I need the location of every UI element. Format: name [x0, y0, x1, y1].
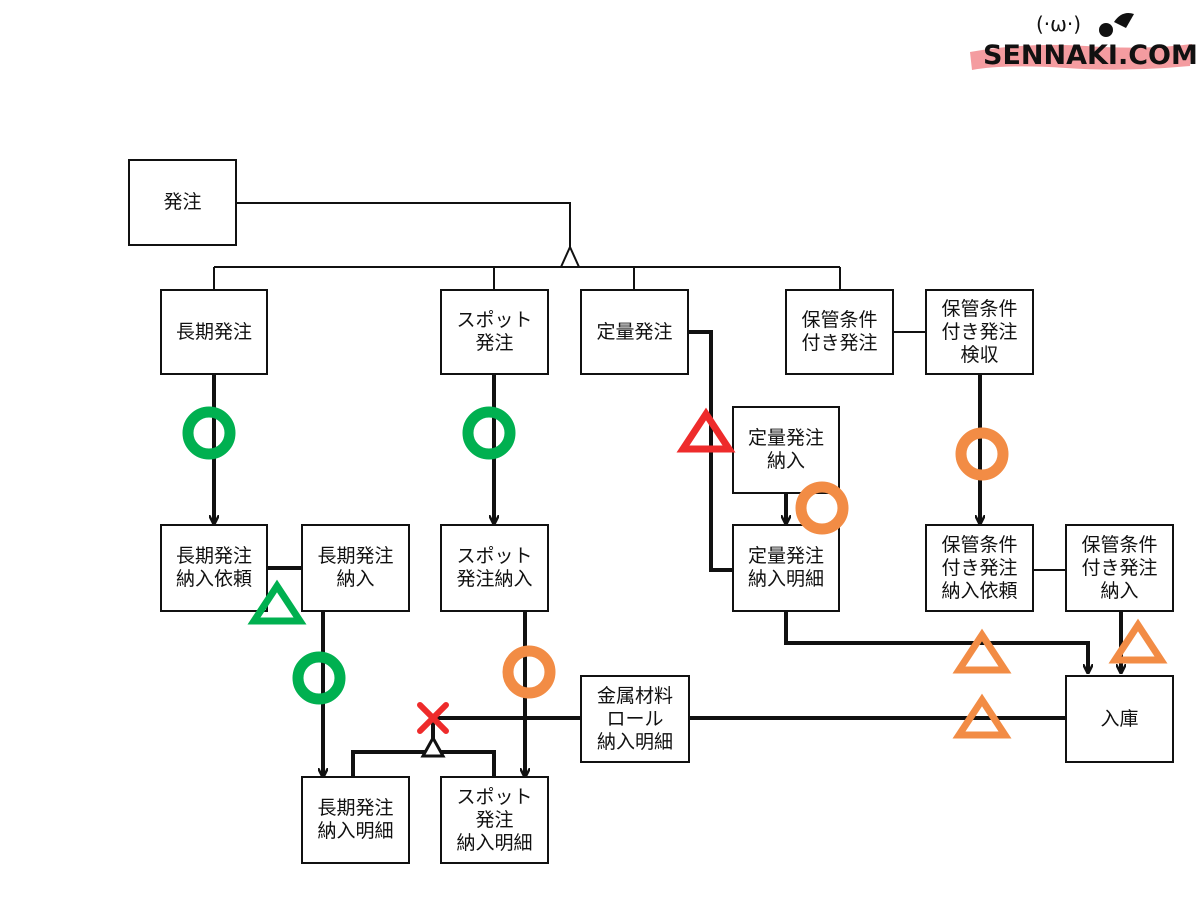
entity-teiryo-hacchu[interactable]: 定量発注: [580, 289, 689, 375]
logo-text: SENNAKI.COM: [983, 40, 1198, 71]
entity-choki-nonyu-irai[interactable]: 長期発注 納入依頼: [160, 524, 268, 612]
sennaki-logo: [970, 13, 1192, 70]
entity-hokan-kenshu[interactable]: 保管条件 付き発注 検収: [925, 289, 1034, 375]
entity-hokan-hacchu[interactable]: 保管条件 付き発注: [785, 289, 894, 375]
entity-choki-nonyu[interactable]: 長期発注 納入: [301, 524, 410, 612]
entity-hacchu[interactable]: 発注: [128, 159, 237, 246]
entity-spot-hacchu[interactable]: スポット 発注: [440, 289, 549, 375]
entity-choki-meisai[interactable]: 長期発注 納入明細: [301, 776, 410, 864]
entity-kinzoku-meisai[interactable]: 金属材料 ロール 納入明細: [580, 675, 690, 763]
entity-hokan-nonyu[interactable]: 保管条件 付き発注 納入: [1065, 524, 1174, 612]
entity-choki-hacchu[interactable]: 長期発注: [160, 289, 268, 375]
subtype-connector: [213, 202, 1066, 571]
entity-nyuko[interactable]: 入庫: [1065, 675, 1174, 763]
logo-face: (·ω·): [1036, 12, 1082, 36]
entity-teiryo-meisai[interactable]: 定量発注 納入明細: [732, 524, 840, 612]
entity-hokan-nonyu-irai[interactable]: 保管条件 付き発注 納入依頼: [925, 524, 1034, 612]
entity-spot-meisai[interactable]: スポット 発注 納入明細: [440, 776, 549, 864]
entity-teiryo-nonyu[interactable]: 定量発注 納入: [732, 406, 840, 494]
subtype-triangle-meisai: [420, 734, 446, 758]
entity-spot-nonyu[interactable]: スポット 発注納入: [440, 524, 549, 612]
